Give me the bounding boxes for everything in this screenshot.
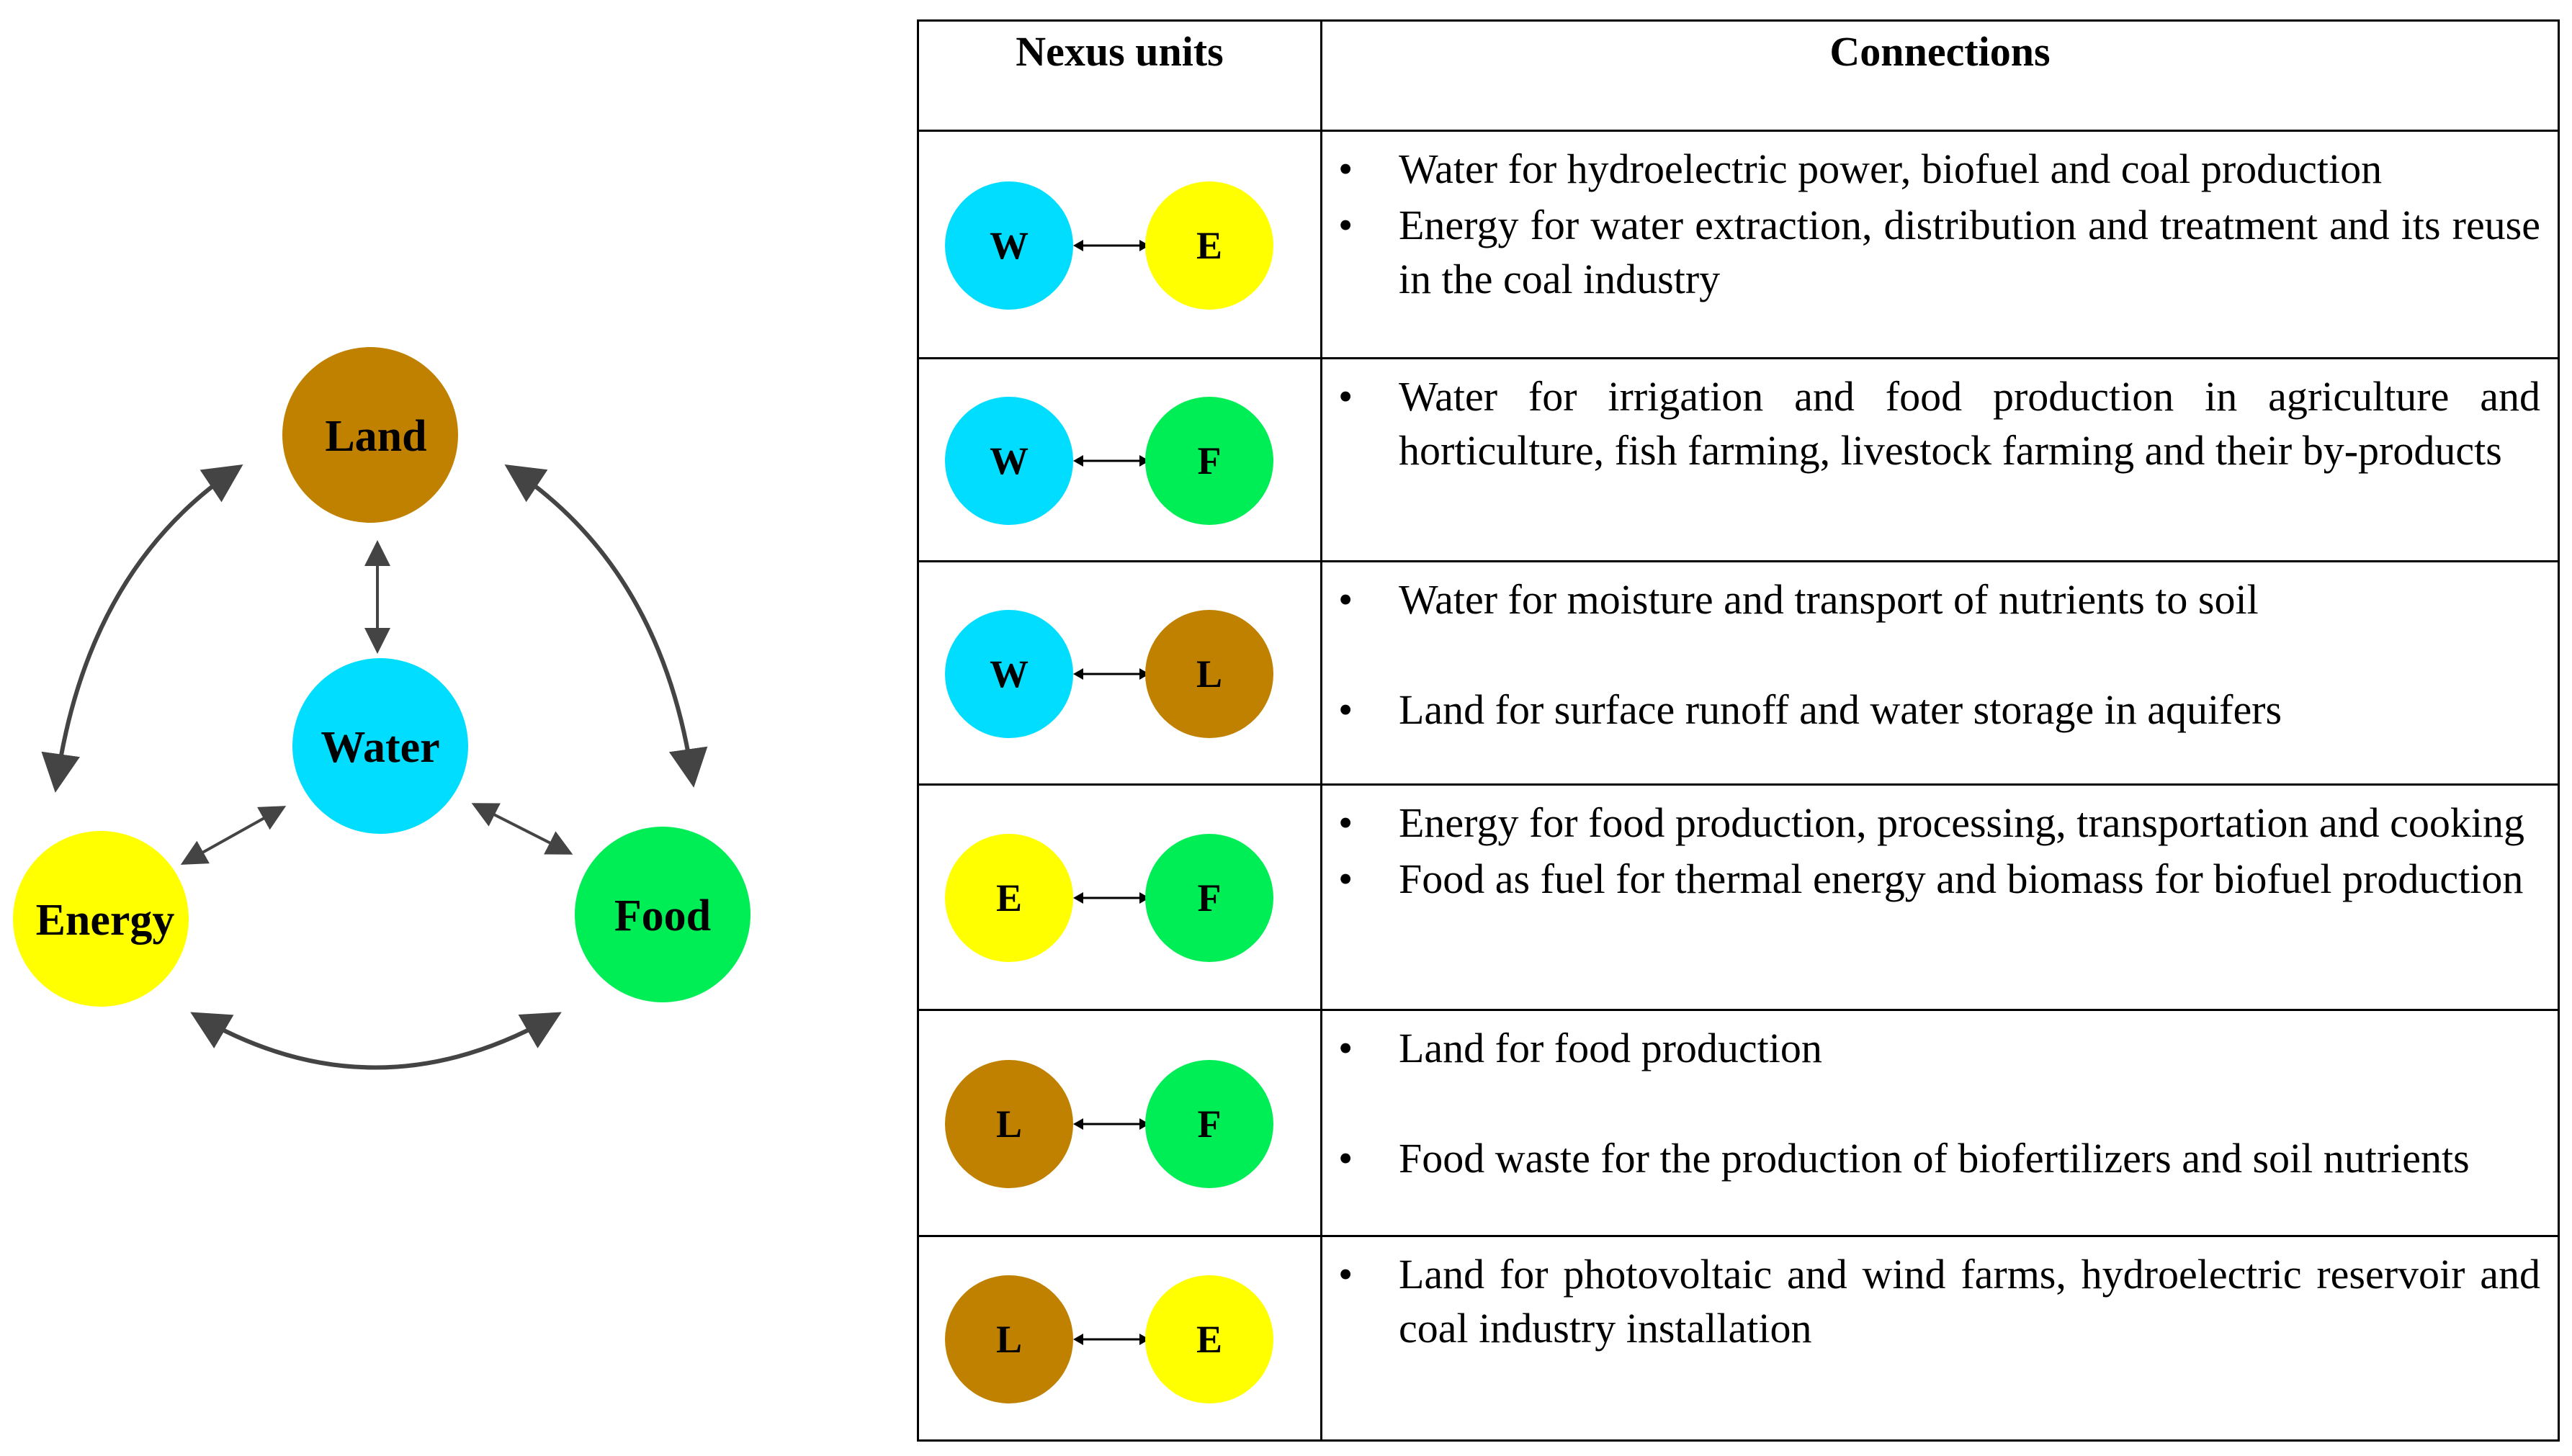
bullet-list: Water for irrigation and food production… [1322, 369, 2540, 477]
node-water: Water [292, 658, 468, 834]
unit-circle-right: F [1145, 397, 1273, 526]
svg-text:Food: Food [614, 891, 711, 940]
connections-cell: Land for photovoltaic and wind farms, hy… [1320, 1234, 2560, 1442]
double-arrow-icon [1073, 455, 1150, 467]
bullet-list: Land for food productionFood waste for t… [1322, 1021, 2540, 1185]
connections-cell: Water for hydroelectric power, biofuel a… [1320, 129, 2560, 360]
unit-circle-left: E [945, 834, 1073, 963]
unit-circle-right: E [1145, 1275, 1273, 1403]
nexus-diagram: Land Water Energy Food [13, 347, 750, 1070]
table-header-row: Nexus units Connections [917, 19, 2560, 132]
table-row: LELand for photovoltaic and wind farms, … [917, 1234, 2560, 1442]
bullet-item: Energy for food production, processing, … [1322, 796, 2540, 850]
connections-cell: Land for food productionFood waste for t… [1320, 1008, 2560, 1237]
bullet-item: Food as fuel for thermal energy and biom… [1322, 852, 2540, 906]
double-arrow-icon [1073, 892, 1150, 904]
bullet-item: Land for surface runoff and water storag… [1322, 683, 2540, 737]
bullet-item: Water for irrigation and food production… [1322, 369, 2540, 477]
bullet-list: Energy for food production, processing, … [1322, 796, 2540, 906]
svg-text:Energy: Energy [36, 896, 175, 945]
double-arrow-icon [1073, 1118, 1150, 1130]
table-row: WLWater for moisture and transport of nu… [917, 560, 2560, 786]
connections-cell: Energy for food production, processing, … [1320, 783, 2560, 1011]
arrow-energy-food [190, 1012, 562, 1070]
nexus-table: Nexus units Connections WEWater for hydr… [917, 19, 2560, 1442]
double-arrow-icon [1073, 668, 1150, 680]
node-land: Land [282, 347, 458, 523]
unit-circle-left: W [945, 610, 1073, 739]
svg-text:Water: Water [321, 723, 439, 772]
unit-circle-right: F [1145, 834, 1273, 963]
bullet-list: Land for photovoltaic and wind farms, hy… [1322, 1247, 2540, 1355]
unit-circle-right: E [1145, 181, 1273, 310]
table-row: WEWater for hydroelectric power, biofuel… [917, 129, 2560, 360]
connections-cell: Water for moisture and transport of nutr… [1320, 560, 2560, 786]
unit-circle-left: W [945, 181, 1073, 310]
unit-circle-left: L [945, 1059, 1073, 1188]
table-row: WFWater for irrigation and food producti… [917, 357, 2560, 563]
bullet-list: Water for moisture and transport of nutr… [1322, 572, 2540, 737]
bullet-item: Energy for water extraction, distributio… [1322, 198, 2540, 306]
double-arrow-icon [1073, 240, 1150, 251]
svg-text:Land: Land [325, 412, 426, 461]
double-arrow-icon [1073, 1333, 1150, 1345]
unit-circle-right: L [1145, 610, 1273, 739]
unit-circle-left: W [945, 397, 1073, 526]
arrow-land-food [504, 464, 708, 788]
header-connections: Connections [1320, 19, 2560, 132]
bullet-item: Food waste for the production of biofert… [1322, 1131, 2540, 1185]
table-row: LFLand for food productionFood waste for… [917, 1008, 2560, 1237]
bullet-list: Water for hydroelectric power, biofuel a… [1322, 142, 2540, 306]
arrow-land-energy [41, 464, 243, 793]
bullet-item: Land for food production [1322, 1021, 2540, 1075]
bullet-item: Land for photovoltaic and wind farms, hy… [1322, 1247, 2540, 1355]
table-row: EFEnergy for food production, processing… [917, 783, 2560, 1011]
arrow-water-food [471, 803, 573, 855]
unit-circle-right: F [1145, 1059, 1273, 1188]
node-food: Food [575, 827, 750, 1002]
node-energy: Energy [13, 831, 189, 1007]
bullet-item: Water for moisture and transport of nutr… [1322, 572, 2540, 626]
header-nexus-units: Nexus units [917, 19, 1322, 132]
connections-cell: Water for irrigation and food production… [1320, 357, 2560, 563]
arrow-water-energy [180, 806, 287, 865]
unit-circle-left: L [945, 1275, 1073, 1403]
bullet-item: Water for hydroelectric power, biofuel a… [1322, 142, 2540, 196]
